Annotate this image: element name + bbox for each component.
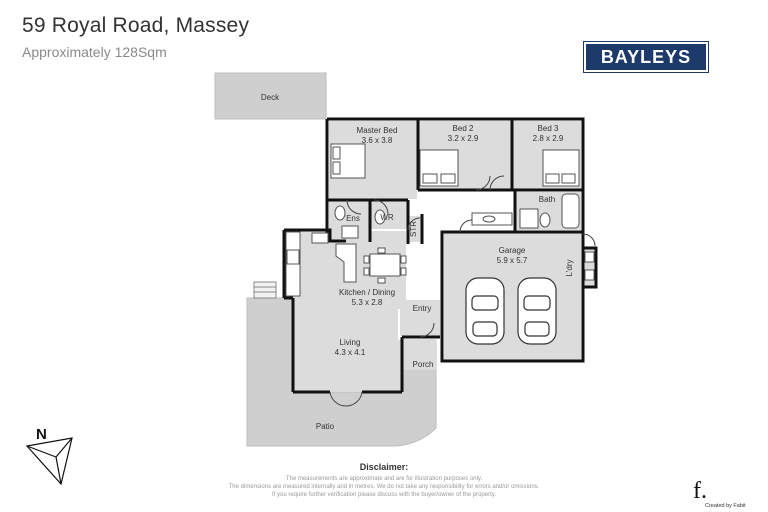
bath-fixtures [334,193,580,239]
kitchen-label: Kitchen / Dining [339,288,395,297]
bed2-size: 3.2 x 2.9 [448,134,479,143]
compass-label: N [36,426,47,443]
fabit-logo: f. [693,478,707,504]
doors [329,175,596,407]
bayleys-logo: BAYLEYS [583,41,709,73]
steps [253,281,277,299]
laundry-label: L'dry [565,259,574,276]
patio-label: Patio [316,422,335,431]
laundry-fixtures [584,251,595,281]
disclaimer-line-1: The measurements are approximate and are… [285,476,483,482]
deck-area [214,72,327,120]
disclaimer-line-2: The dimensions are measured internally a… [228,484,540,490]
kitchen-fixtures [285,231,407,297]
disclaimer-line-3: If you require further verification plea… [271,492,496,498]
bed3-label: Bed 3 [538,124,559,133]
garage-size: 5.9 x 5.7 [497,256,528,265]
porch-label: Porch [413,360,434,369]
compass-arrow-icon [25,437,73,486]
bed-furniture [330,143,580,187]
master-bed-size: 3.6 x 3.8 [362,136,393,145]
bath-label: Bath [539,195,555,204]
disclaimer-heading: Disclaimer: [359,462,409,472]
fabit-credit: Created by Fabit [705,503,746,509]
area-subtitle: Approximately 128Sqm [22,44,167,60]
kitchen-size: 5.3 x 2.8 [352,298,383,307]
living-size: 4.3 x 4.1 [335,348,366,357]
page-title: 59 Royal Road, Massey [22,14,250,37]
walls [282,117,598,394]
deck-label: Deck [261,93,280,102]
garage-label: Garage [499,246,526,255]
ens-label: Ens [346,214,360,223]
entry-label: Entry [413,304,432,313]
garage-cars [465,277,557,345]
master-bed-label: Master Bed [357,126,398,135]
str-label: STR [409,221,418,237]
bed2-label: Bed 2 [453,124,474,133]
living-label: Living [340,338,361,347]
bed3-size: 2.8 x 2.9 [533,134,564,143]
wr-label: WR [380,213,394,222]
interior-fill [286,121,596,392]
